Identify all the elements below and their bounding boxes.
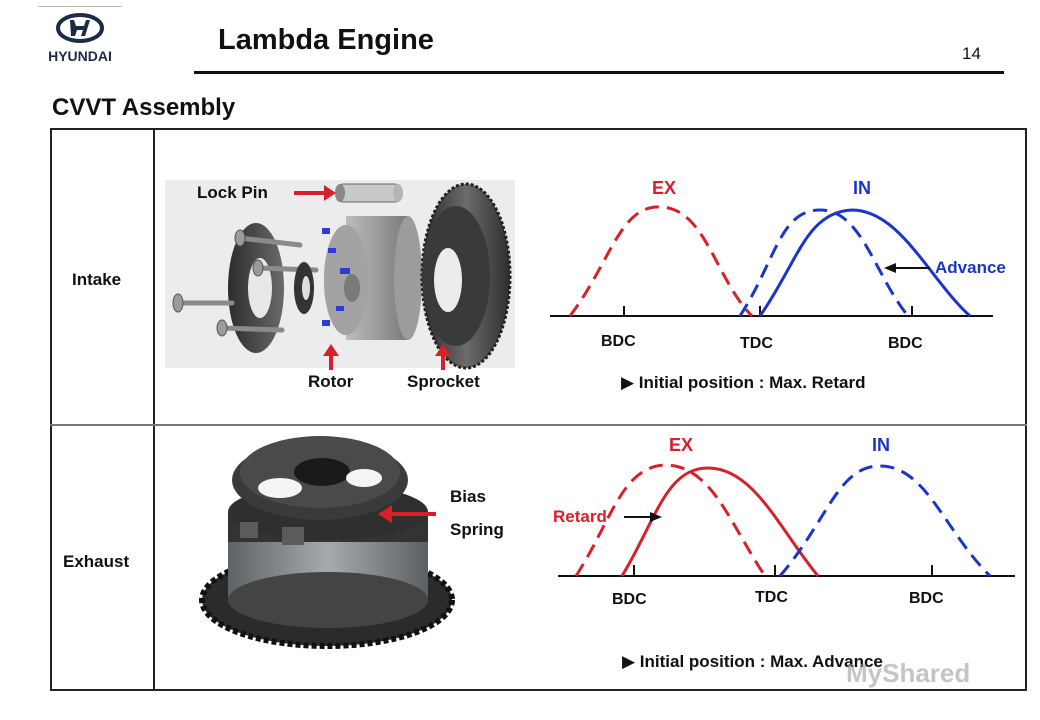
exhaust-cvvt-illustration	[199, 436, 455, 649]
intake-cvvt-illustration	[165, 180, 515, 370]
page-number: 14	[962, 44, 981, 63]
exhaust-callout-arrow	[378, 505, 436, 523]
table-column-divider	[153, 128, 155, 691]
intake-ex-curve	[568, 205, 754, 318]
callout-sprocket: Sprocket	[407, 372, 480, 391]
row-label-intake: Intake	[72, 270, 122, 289]
exhaust-initial-position-note: ▶ Initial position : Max. Advance	[622, 652, 883, 671]
assembly-table	[50, 128, 1027, 691]
exhaust-ex-label: EX	[669, 435, 694, 455]
page-title: Lambda Engine	[218, 24, 434, 56]
exhaust-ex-curve-retarded	[620, 466, 820, 577]
intake-tick-bdc-left: BDC	[601, 333, 636, 350]
intake-ex-label: EX	[652, 178, 677, 198]
watermark: MyShared	[846, 658, 971, 688]
advance-label: Advance	[935, 258, 1006, 277]
brand-wordmark: HYUNDAI	[48, 48, 112, 64]
header-rule	[194, 71, 1004, 74]
exhaust-in-curve	[778, 464, 992, 578]
callout-bias: Bias	[450, 487, 486, 506]
exhaust-in-label: IN	[872, 435, 890, 455]
callout-rotor: Rotor	[308, 372, 354, 391]
exhaust-valve-timing-chart	[558, 463, 1015, 578]
intake-in-curve-advanced	[758, 208, 972, 318]
exhaust-tick-bdc-left: BDC	[612, 591, 647, 608]
section-title: CVVT Assembly	[52, 94, 236, 121]
hyundai-logo: HYUNDAI	[48, 13, 112, 64]
intake-tick-bdc-right: BDC	[888, 335, 923, 352]
intake-initial-position-note: ▶ Initial position : Max. Retard	[621, 373, 866, 392]
intake-in-curve-dashed	[738, 208, 910, 317]
callout-spring: Spring	[450, 520, 504, 539]
row-label-exhaust: Exhaust	[63, 552, 130, 571]
exhaust-ex-curve-dashed	[574, 463, 767, 577]
retard-label: Retard	[553, 507, 607, 526]
exhaust-tick-tdc: TDC	[755, 589, 788, 606]
lock-pin	[335, 183, 403, 203]
intake-in-label: IN	[853, 178, 871, 198]
intake-valve-timing-chart	[550, 205, 993, 318]
intake-callout-arrows	[294, 185, 451, 370]
callout-lock-pin: Lock Pin	[197, 183, 268, 202]
table-row-divider	[50, 424, 1027, 426]
intake-tick-tdc: TDC	[740, 335, 773, 352]
logo-divider	[38, 6, 122, 7]
retard-arrow	[624, 512, 662, 522]
advance-arrow	[884, 263, 930, 273]
exhaust-tick-bdc-right: BDC	[909, 590, 944, 607]
